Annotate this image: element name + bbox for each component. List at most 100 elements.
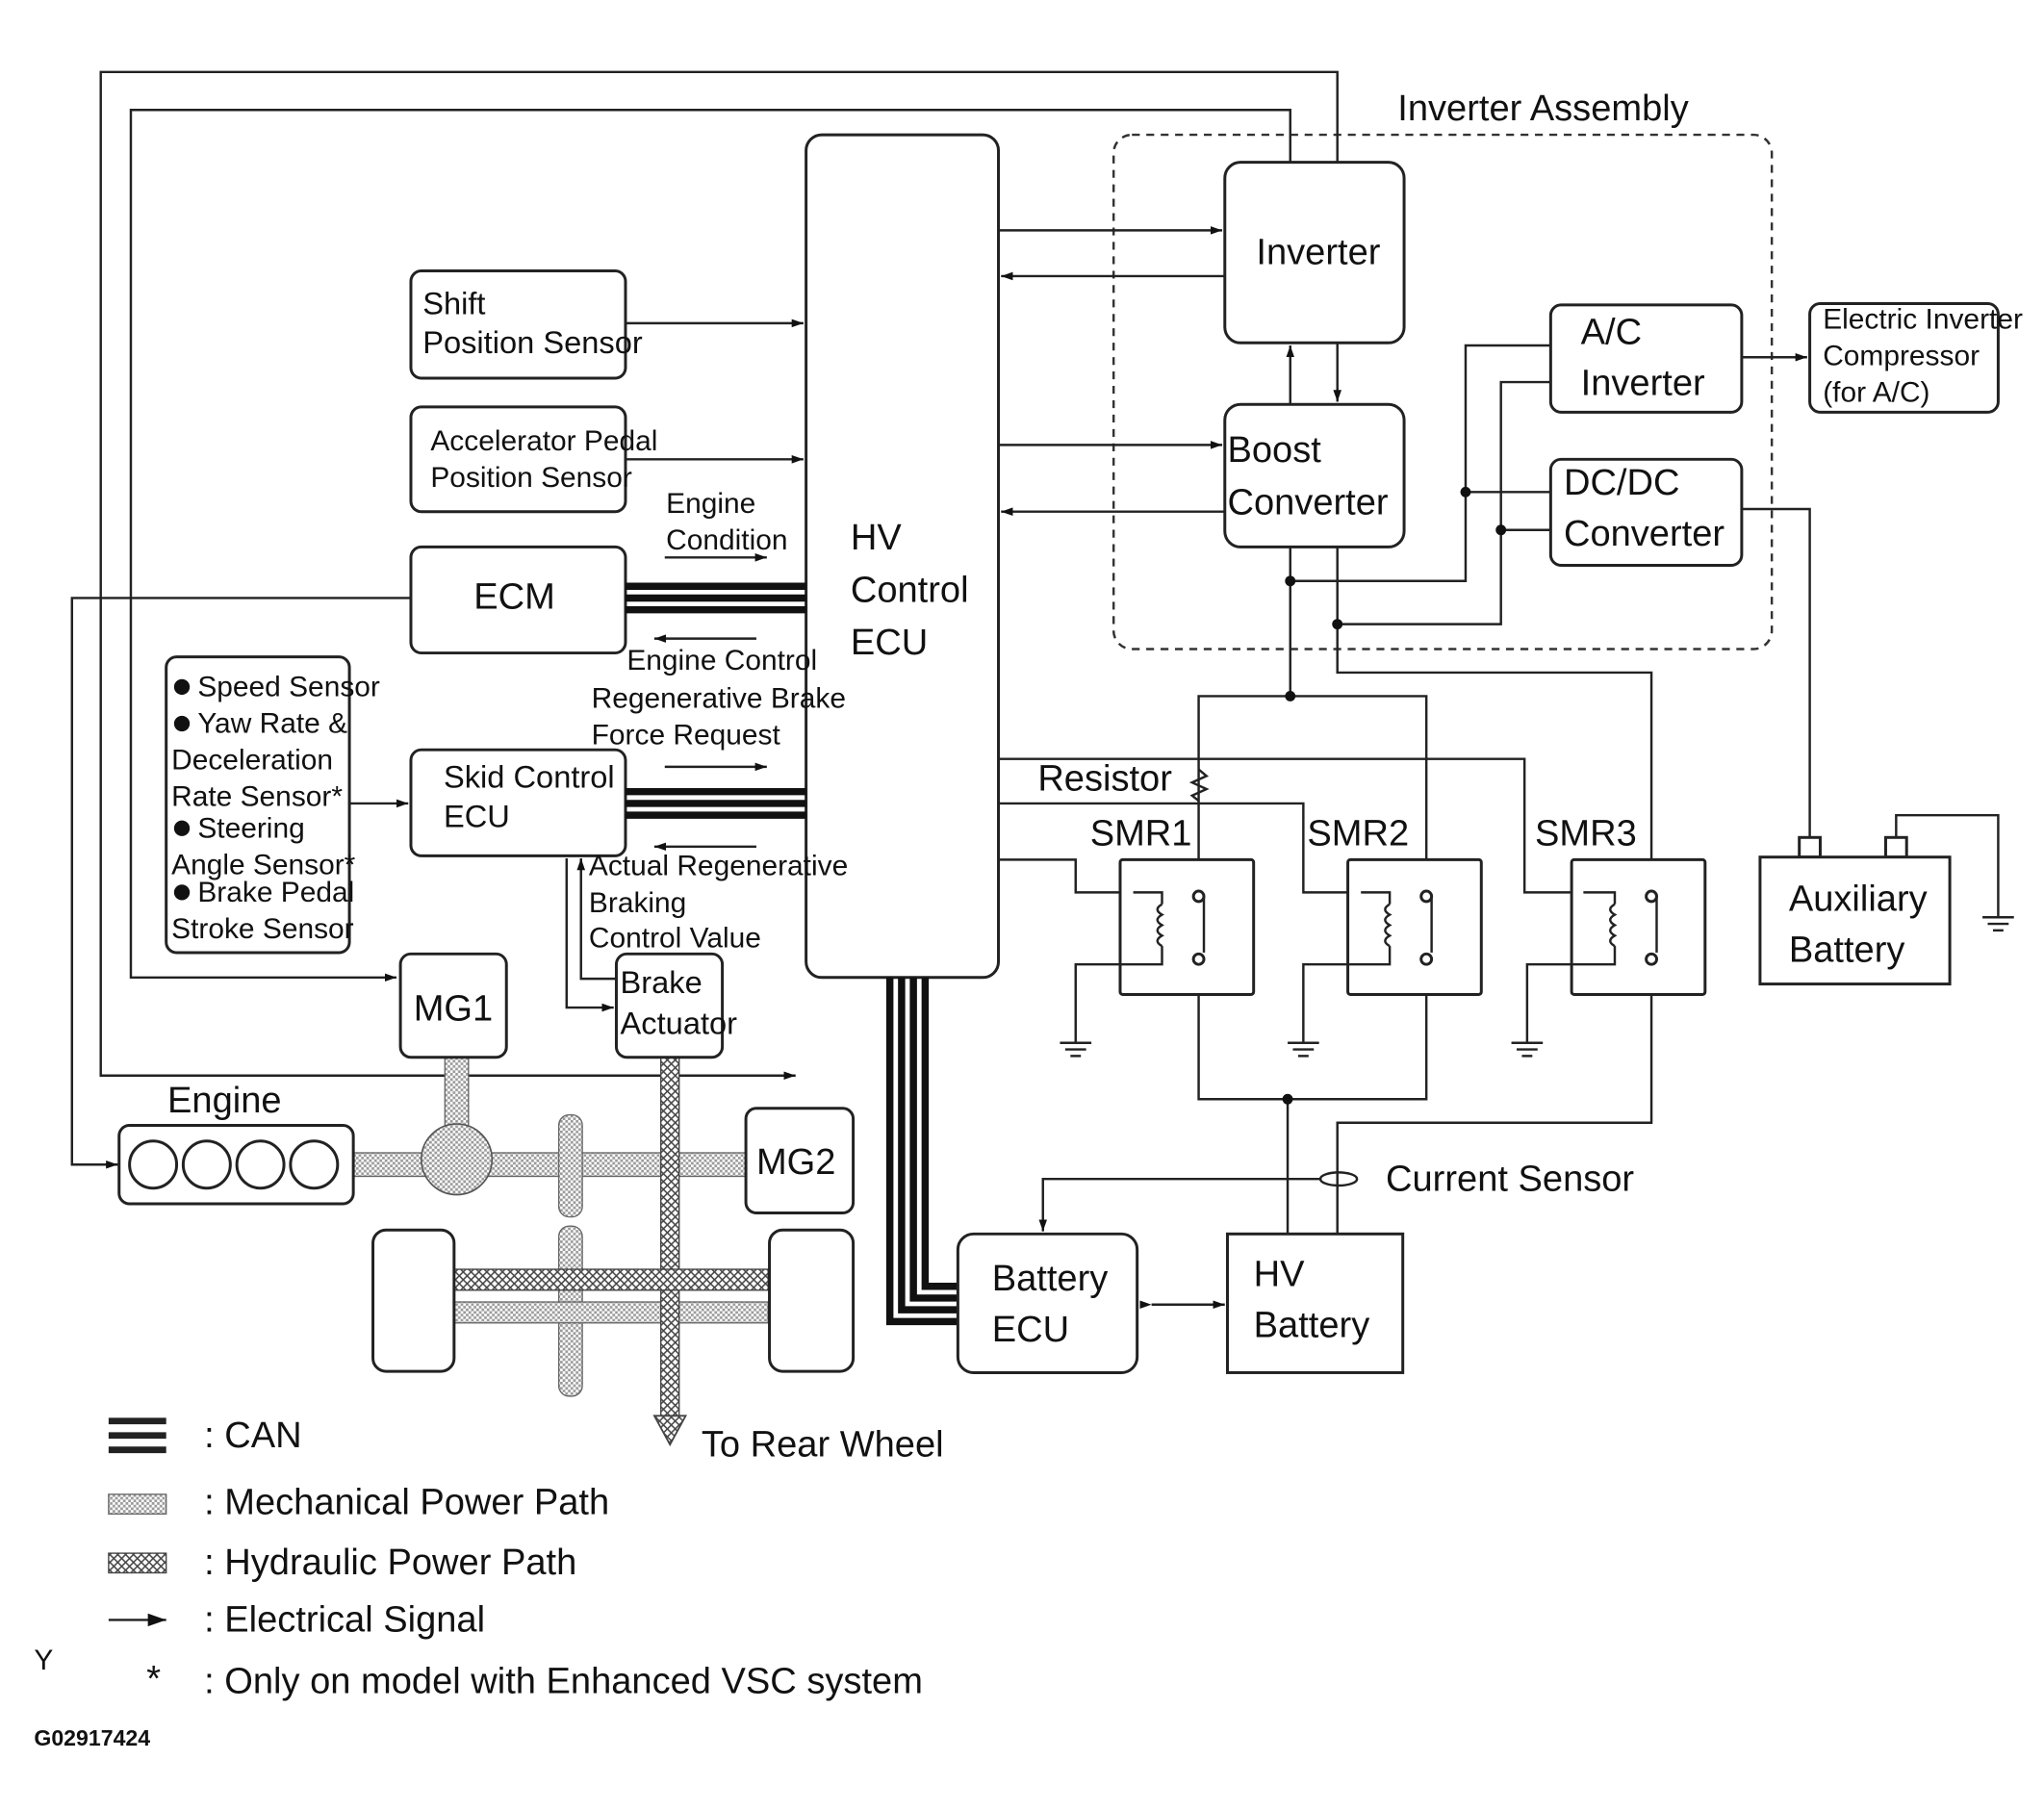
inverter-assembly-region [1111, 133, 1774, 650]
current-sensor-ring [1318, 1171, 1359, 1187]
accel-label-1: Accelerator Pedal [430, 425, 657, 457]
junction-4 [1460, 486, 1471, 497]
engine-control-label: Engine Control [626, 645, 817, 676]
junction-5 [1495, 524, 1507, 536]
junction-2 [1332, 619, 1343, 630]
electric-compressor-box [1808, 301, 2000, 414]
bullet-yaw [173, 715, 191, 732]
cylinder-4 [289, 1139, 340, 1190]
legend-asterisk-symbol: * [146, 1659, 161, 1699]
front-right-wheel [768, 1228, 856, 1373]
aux-battery-terminal-left [1798, 835, 1822, 859]
aux-battery-label-1: Auxiliary [1789, 879, 1928, 919]
smr3-label: SMR3 [1535, 813, 1637, 854]
mg1-box [398, 952, 508, 1059]
actual-regen-label-3: Control Value [589, 923, 761, 955]
compressor-label-3: (for A/C) [1823, 376, 1929, 408]
resistor-label: Resistor [1037, 758, 1172, 799]
sensor-speed-label: Speed Sensor [197, 671, 380, 702]
boost-label-1: Boost [1227, 430, 1321, 471]
aux-battery-terminal-right [1883, 835, 1908, 859]
brake-actuator-box [614, 952, 725, 1059]
to-rear-wheel-arrow [652, 1415, 688, 1447]
mg1-label: MG1 [414, 989, 493, 1030]
sensor-decel-label: Deceleration [171, 745, 333, 777]
shift-label-2: Position Sensor [422, 324, 643, 360]
sensor-rate-label: Rate Sensor* [171, 781, 343, 813]
smr2-relay [1288, 857, 1483, 1058]
accel-label-2: Position Sensor [430, 462, 632, 494]
legend-electrical: : Electrical Signal [204, 1600, 485, 1641]
vehicle-sensors-box [165, 655, 351, 955]
ac-inverter-label-2: Inverter [1581, 364, 1705, 404]
smr1-label: SMR1 [1090, 813, 1192, 854]
hv-ecu-label-2: Control [851, 571, 969, 611]
mg1-shaft [444, 1057, 470, 1135]
smr3-relay [1511, 857, 1707, 1058]
sensor-angle-label: Angle Sensor* [171, 849, 356, 880]
engine-shaft [352, 1152, 750, 1178]
actual-regen-label-1: Actual Regenerative [589, 851, 848, 882]
sensor-brake-pedal-label: Brake Pedal [197, 877, 354, 908]
hv-battery-box [1225, 1232, 1405, 1374]
sensor-steering-label: Steering [197, 812, 304, 844]
sensor-yaw-label: Yaw Rate & [197, 708, 347, 740]
legend-asterisk: : Only on model with Enhanced VSC system [204, 1662, 923, 1702]
battery-ecu-label-1: Battery [992, 1259, 1109, 1299]
junction-6 [1282, 1093, 1293, 1105]
legend: : CAN : Mechanical Power Path : Hydrauli… [108, 1416, 923, 1702]
smr2-label: SMR2 [1307, 813, 1409, 854]
boost-converter-box [1223, 402, 1406, 548]
skid-label-2: ECU [444, 798, 510, 833]
hv-ecu-label-3: ECU [851, 623, 928, 663]
cylinder-3 [235, 1139, 286, 1190]
dcdc-label-1: DC/DC [1564, 463, 1680, 503]
inverter-assembly-label: Inverter Assembly [1397, 89, 1689, 129]
front-axle-lower [453, 1301, 769, 1324]
engine-condition-label-1: Engine [666, 488, 755, 520]
aux-battery-label-2: Battery [1789, 930, 1905, 970]
cylinder-2 [181, 1139, 232, 1190]
planetary-gear [421, 1123, 494, 1196]
dcdc-converter-box [1548, 457, 1744, 567]
shift-label-1: Shift [422, 285, 485, 320]
compressor-label-2: Compressor [1823, 340, 1980, 371]
shift-position-sensor-box [409, 269, 627, 380]
boost-label-2: Converter [1227, 482, 1388, 523]
front-left-wheel [371, 1228, 456, 1373]
legend-can: : CAN [204, 1416, 302, 1456]
hv-battery-label-2: Battery [1254, 1306, 1370, 1346]
brake-actuator-label-2: Actuator [621, 1005, 738, 1040]
brake-hydraulic-line [660, 1057, 680, 1425]
mg2-box [744, 1107, 856, 1215]
skid-label-1: Skid Control [444, 759, 615, 795]
y-mark: Y [34, 1645, 53, 1676]
junction-1 [1285, 575, 1296, 587]
engine-label: Engine [167, 1081, 282, 1121]
junction-3 [1285, 690, 1296, 701]
auxiliary-battery-box [1758, 855, 1952, 986]
smr1-relay [1060, 857, 1256, 1058]
inverter-label: Inverter [1256, 233, 1380, 273]
current-sensor-label: Current Sensor [1386, 1159, 1634, 1199]
ac-inverter-box [1548, 303, 1744, 414]
to-rear-wheel-label: To Rear Wheel [702, 1424, 944, 1465]
front-axle-upper [453, 1268, 769, 1291]
bullet-speed [173, 678, 191, 696]
legend-mechanical: : Mechanical Power Path [204, 1482, 609, 1522]
sensor-stroke-label: Stroke Sensor [171, 913, 354, 945]
figure-id: G02917424 [34, 1725, 150, 1750]
regen-request-label-2: Force Request [592, 720, 781, 752]
brake-actuator-label-1: Brake [621, 964, 703, 1000]
ac-inverter-label-1: A/C [1581, 313, 1642, 353]
compressor-label-1: Electric Inverter [1823, 303, 2023, 335]
battery-ecu-box [956, 1232, 1139, 1374]
reduction-gear-upper [557, 1113, 583, 1218]
mg2-label: MG2 [756, 1142, 835, 1183]
actual-regen-label-2: Braking [589, 887, 686, 919]
inverter-box [1223, 161, 1406, 344]
regen-request-label-1: Regenerative Brake [592, 683, 846, 715]
bullet-steering [173, 820, 191, 836]
ecm-label: ECM [473, 576, 555, 617]
